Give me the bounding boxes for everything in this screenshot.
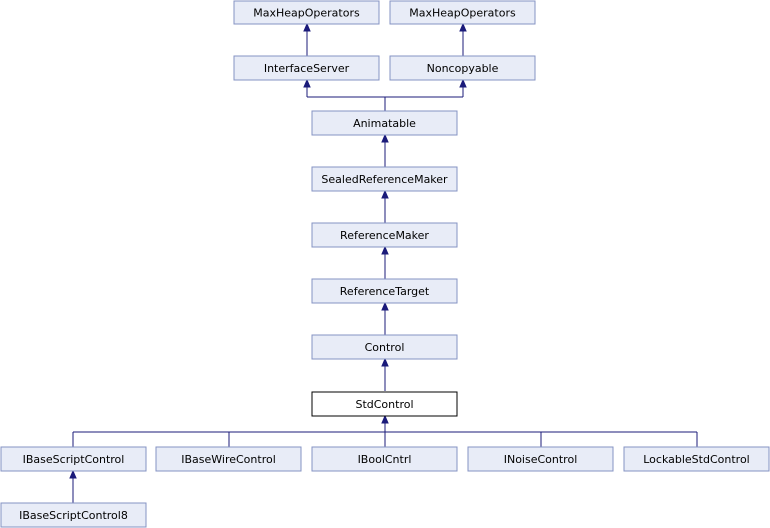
node-label: Animatable [353,117,416,130]
node-maxheapoperators-1[interactable]: MaxHeapOperators [233,0,380,25]
arrow-icon [303,78,311,88]
node-label: SealedReferenceMaker [321,173,448,186]
arrow-icon [381,189,389,199]
node-ibasewirecontrol[interactable]: IBaseWireControl [155,446,302,472]
node-label: ReferenceMaker [340,229,429,242]
node-maxheapoperators-2[interactable]: MaxHeapOperators [389,0,536,25]
node-referencetarget[interactable]: ReferenceTarget [311,278,458,304]
node-label: IBaseScriptControl [23,453,125,466]
node-noncopyable[interactable]: Noncopyable [389,55,536,81]
arrow-icon [303,22,311,32]
arrow-icon [381,301,389,311]
node-ibasescriptcontrol8[interactable]: IBaseScriptControl8 [0,502,147,528]
node-label: IBaseWireControl [181,453,276,466]
node-control[interactable]: Control [311,334,458,360]
arrow-icon [69,469,77,479]
node-label: LockableStdControl [643,453,749,466]
node-stdcontrol[interactable]: StdControl [311,391,458,417]
node-label: InterfaceServer [264,62,350,75]
node-label: Noncopyable [427,62,499,75]
arrow-icon [381,357,389,367]
arrow-icon [381,133,389,143]
arrow-icon [459,78,467,88]
arrow-icon [381,245,389,255]
edges [69,22,698,503]
node-label: MaxHeapOperators [253,7,360,20]
node-label: INoiseControl [504,453,578,466]
node-label: StdControl [355,398,413,411]
node-label: MaxHeapOperators [409,7,516,20]
node-animatable[interactable]: Animatable [311,110,458,136]
node-referencemaker[interactable]: ReferenceMaker [311,222,458,248]
node-interfaceserver[interactable]: InterfaceServer [233,55,380,81]
node-label: IBoolCntrl [358,453,412,466]
node-inoisecontrol[interactable]: INoiseControl [467,446,614,472]
node-iboolcntrl[interactable]: IBoolCntrl [311,446,458,472]
node-sealedreferencemaker[interactable]: SealedReferenceMaker [311,166,458,192]
node-label: IBaseScriptControl8 [19,509,128,522]
node-label: Control [365,341,405,354]
arrow-icon [381,414,389,424]
node-lockablestdcontrol[interactable]: LockableStdControl [623,446,770,472]
arrow-icon [459,22,467,32]
node-ibasescriptcontrol[interactable]: IBaseScriptControl [0,446,147,472]
node-label: ReferenceTarget [340,285,430,298]
